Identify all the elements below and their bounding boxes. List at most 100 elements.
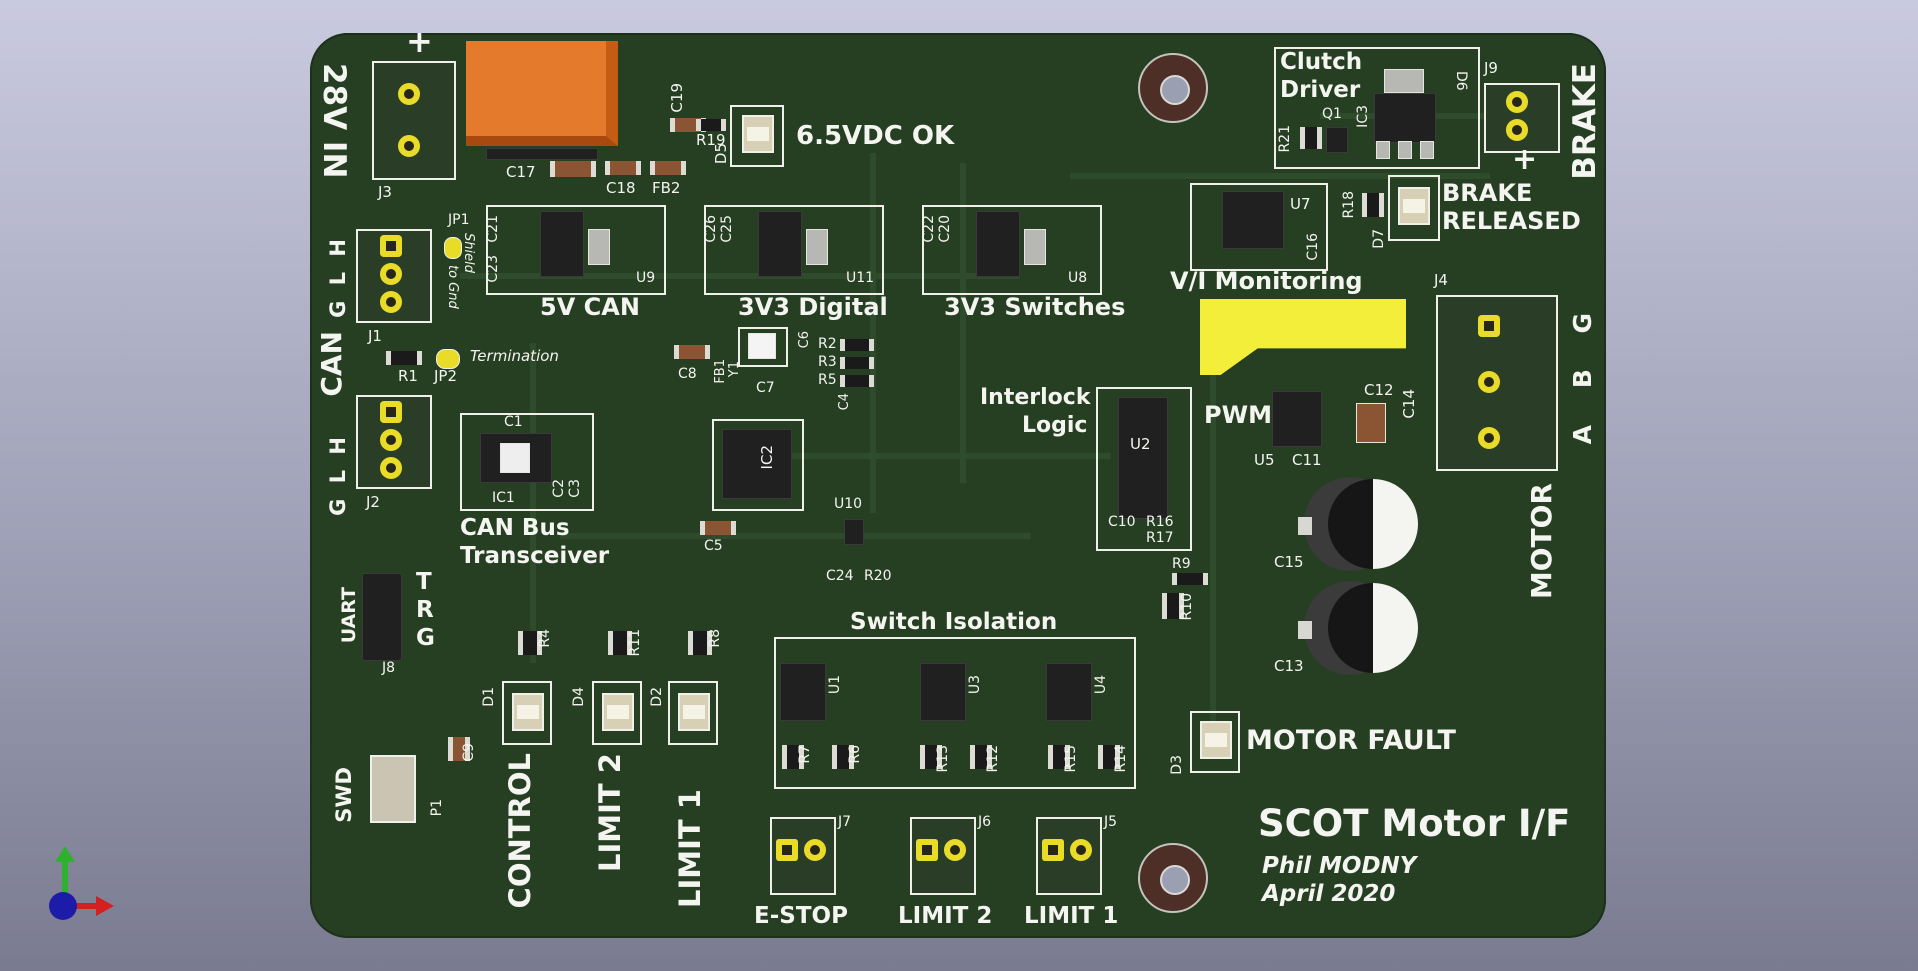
- ref-d7: D7: [1371, 229, 1387, 249]
- ref-c2: C2: [551, 479, 567, 498]
- relay: [466, 41, 618, 146]
- led-d4: [602, 693, 634, 731]
- ref-c20: C20: [937, 215, 953, 243]
- ref-r6: R6: [847, 745, 863, 764]
- capacitor-c5: [700, 521, 736, 535]
- ref-r17: R17: [1146, 530, 1174, 546]
- led-d7: [1398, 187, 1430, 225]
- ref-c8: C8: [678, 366, 697, 382]
- swd-label: SWD: [332, 767, 356, 823]
- motor-pin-g: G: [1568, 313, 1597, 334]
- copper-fill-area: [1200, 299, 1406, 375]
- ref-r8: R8: [707, 629, 723, 648]
- u8-package: [976, 211, 1020, 277]
- d3-outline: [1190, 711, 1240, 773]
- ref-c14: C14: [1400, 389, 1418, 419]
- u9-package: [540, 211, 584, 277]
- ref-y1: Y1: [727, 361, 742, 378]
- ref-c13: C13: [1274, 657, 1304, 675]
- motor-pin-a: A: [1568, 425, 1597, 445]
- u5-package: [1272, 391, 1322, 447]
- ref-c23: C23: [485, 255, 501, 283]
- d4-outline: [592, 681, 642, 745]
- ref-u2: U2: [1130, 435, 1151, 453]
- limit2-terminal-j6: [910, 817, 976, 895]
- resistor-r11: [608, 631, 632, 655]
- ref-c11: C11: [1292, 451, 1322, 469]
- interlock-label-1: Interlock: [980, 385, 1091, 410]
- brake-released-2: RELEASED: [1442, 207, 1581, 235]
- input-limit2-label: LIMIT 2: [898, 903, 993, 929]
- d2-outline: [668, 681, 718, 745]
- d1-outline: [502, 681, 552, 745]
- ref-r20: R20: [864, 568, 892, 584]
- u8-tab: [1024, 229, 1046, 265]
- ref-u10: U10: [834, 496, 863, 512]
- ref-j6: J6: [978, 814, 992, 830]
- ref-jp2: JP2: [434, 367, 458, 385]
- power-input-label: 28V IN: [316, 63, 352, 179]
- ref-r21: R21: [1277, 125, 1293, 153]
- ref-r16: R16: [1146, 514, 1174, 530]
- resistor-r9: [1172, 573, 1208, 585]
- termination-label: Termination: [470, 347, 559, 365]
- ref-c6: C6: [797, 331, 812, 349]
- capacitor-c8: [674, 345, 710, 359]
- capacitor-c15: [1298, 475, 1422, 575]
- opto-u4: [1046, 663, 1092, 721]
- ref-d5: D5: [712, 143, 730, 165]
- ref-d3: D3: [1169, 755, 1185, 775]
- board-date: April 2020: [1262, 881, 1396, 907]
- motor-pin-b: B: [1568, 369, 1597, 389]
- limit1-terminal-j5: [1036, 817, 1102, 895]
- ic1-thermal-pad: [500, 443, 530, 473]
- y-axis-icon: [62, 858, 68, 898]
- pad: [380, 401, 402, 423]
- trace: [1210, 333, 1216, 753]
- led-limit1-label: LIMIT 1: [673, 789, 707, 908]
- ic3-tab: [1384, 69, 1424, 93]
- ref-r15: R15: [1063, 745, 1079, 773]
- uart-r: R: [416, 597, 434, 623]
- ref-ic3: IC3: [1355, 105, 1371, 128]
- pad: [944, 839, 966, 861]
- resistor-r3: [840, 357, 874, 369]
- ref-r10: R10: [1179, 593, 1195, 621]
- ref-c12: C12: [1364, 381, 1394, 399]
- pad: [776, 839, 798, 861]
- ref-j1: J1: [368, 327, 382, 345]
- ref-r2: R2: [818, 336, 837, 352]
- resistor-r12: [970, 745, 992, 769]
- led-d5: [742, 115, 774, 153]
- brake-label: BRAKE: [1567, 63, 1603, 180]
- led-d1: [512, 693, 544, 731]
- z-axis-icon: [49, 892, 77, 920]
- ic1-outline: [460, 413, 594, 511]
- trace: [730, 453, 1110, 459]
- vi-monitoring-label: V/I Monitoring: [1170, 267, 1363, 295]
- trace: [460, 273, 1020, 279]
- ref-r4: R4: [537, 629, 553, 648]
- jumper-jp2: [436, 349, 460, 369]
- brake-plus: +: [1512, 142, 1538, 177]
- ref-d4: D4: [571, 687, 587, 707]
- u7-package: [1222, 191, 1284, 249]
- axis-gizmo[interactable]: [44, 846, 120, 928]
- input-limit1-label: LIMIT 1: [1024, 903, 1119, 929]
- reg-3v3s-label: 3V3 Switches: [944, 293, 1126, 321]
- d7-outline: [1388, 175, 1440, 241]
- ref-d6: D6: [1453, 71, 1469, 91]
- clutch-label-2: Driver: [1280, 77, 1361, 103]
- ref-c3: C3: [567, 479, 583, 498]
- resistor-r1: [386, 351, 422, 365]
- ref-j9: J9: [1484, 59, 1498, 77]
- pad: [380, 263, 402, 285]
- ref-j2: J2: [366, 493, 380, 511]
- resistor-r13: [920, 745, 942, 769]
- ref-r19: R19: [696, 131, 726, 149]
- uart-g: G: [416, 625, 435, 651]
- ic3-package: [1374, 93, 1436, 143]
- ref-c5: C5: [704, 538, 723, 554]
- opto-u1: [780, 663, 826, 721]
